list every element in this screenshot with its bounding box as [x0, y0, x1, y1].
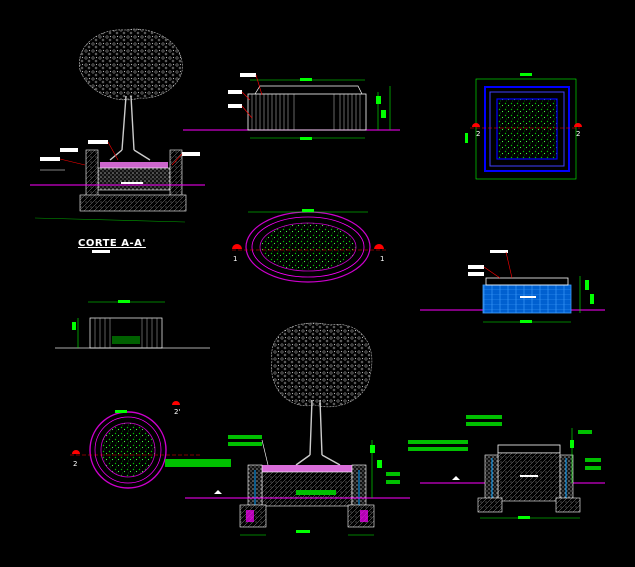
- plan-square-planter: [465, 73, 582, 180]
- planter-wall-left: [85, 149, 99, 199]
- planter-soil: [100, 162, 168, 172]
- scale-label: [92, 250, 110, 253]
- planter-wall-right: [169, 149, 183, 199]
- elevation-small-planter: [55, 300, 210, 349]
- section-mark: 2: [73, 460, 78, 468]
- note-label: [40, 157, 60, 161]
- note-label: [182, 152, 200, 156]
- section-title: CORTE A-A': [78, 238, 146, 249]
- section-mark: 2: [576, 130, 581, 138]
- planter-footing: [79, 194, 187, 212]
- planter-body: [97, 167, 171, 191]
- section-tree-planter-top-left: [30, 28, 205, 253]
- elevation-rect-planter-top: [183, 73, 400, 140]
- tree-canopy: [271, 322, 373, 407]
- section-mark: 2: [476, 130, 481, 138]
- tree-trunk: [295, 399, 341, 466]
- section-planter-bottom-right: [408, 415, 605, 519]
- section-tree-planter-bottom: [185, 322, 410, 536]
- tree-canopy: [79, 28, 183, 101]
- plan-oval-planter: [232, 209, 386, 283]
- section-mark: 1: [380, 255, 385, 263]
- section-mark: 1: [233, 255, 238, 263]
- plan-circle-planter: [70, 401, 231, 489]
- tree-trunk: [109, 95, 151, 161]
- section-mark: 2': [174, 408, 181, 416]
- note-label: [60, 148, 78, 152]
- elevation-water-planter: [420, 250, 605, 323]
- planter-soil: [258, 465, 354, 473]
- note-label: [88, 140, 108, 144]
- planter-body: [261, 471, 353, 507]
